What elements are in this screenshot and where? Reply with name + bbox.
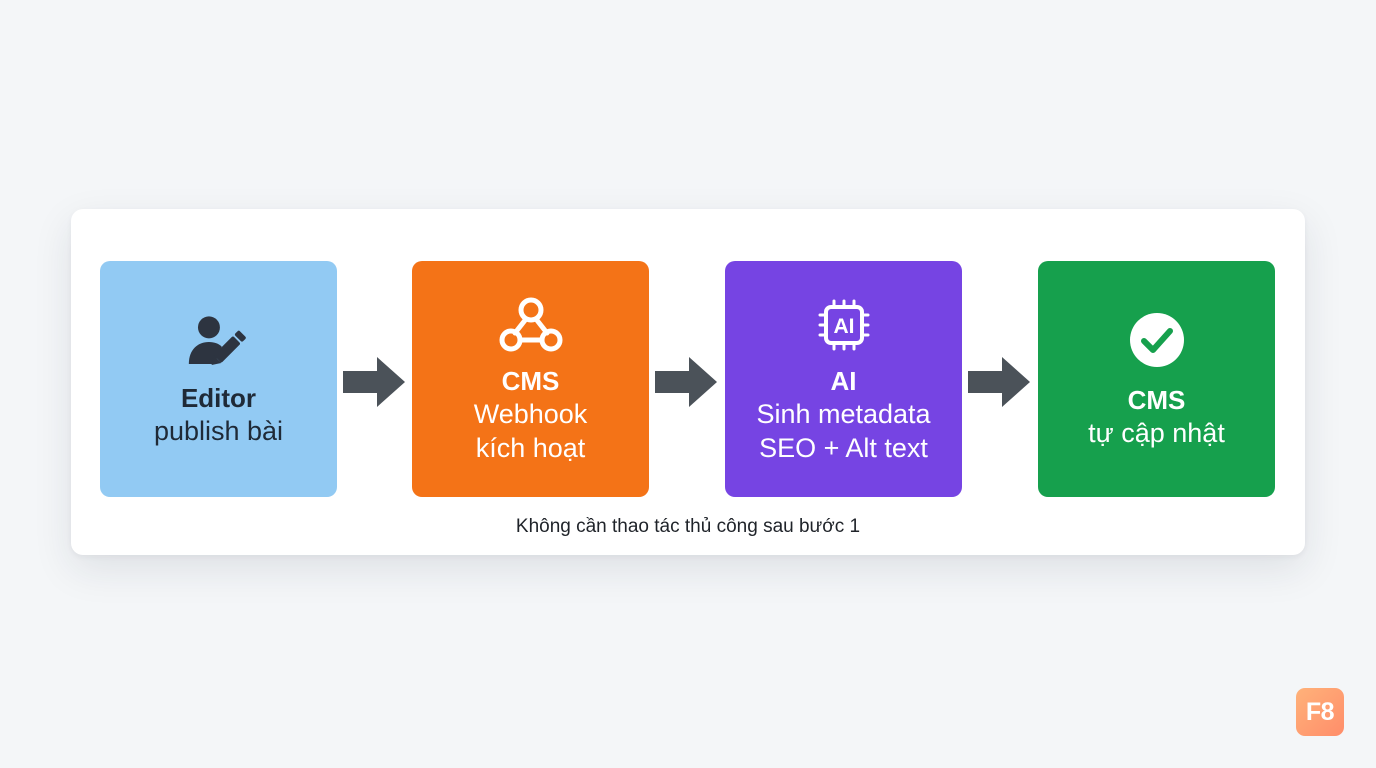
step-editor-publish: Editor publish bài <box>100 261 337 497</box>
ai-chip-label: AI <box>833 315 854 338</box>
step-desc-line: publish bài <box>153 416 284 446</box>
workflow-panel: Editor publish bài CMS Webhook kích hoạt <box>71 209 1305 555</box>
footnote: Không cần thao tác thủ công sau bước 1 <box>515 516 861 537</box>
step-desc-line: tự cập nhật <box>1088 418 1225 448</box>
user-edit-icon <box>187 310 251 374</box>
step-title: CMS <box>1127 385 1186 415</box>
brand-logo: F8 <box>1296 688 1344 736</box>
step-title: Editor <box>180 383 257 413</box>
ai-chip-icon: AI <box>812 293 876 357</box>
check-circle-icon <box>1125 308 1189 372</box>
step-cms-auto-update: CMS tự cập nhật <box>1038 261 1275 497</box>
webhook-icon <box>499 293 563 357</box>
step-desc-line: kích hoạt <box>475 433 586 463</box>
arrow-right-icon <box>655 357 717 407</box>
step-cms-webhook: CMS Webhook kích hoạt <box>412 261 649 497</box>
step-desc-line: Sinh metadata <box>756 399 931 429</box>
arrow-right-icon <box>968 357 1030 407</box>
step-title: AI <box>830 366 857 396</box>
step-ai-metadata: AI AI Sinh metadata SEO + Alt text <box>725 261 962 497</box>
arrow-right-icon <box>343 357 405 407</box>
step-desc-line: Webhook <box>473 399 588 429</box>
step-desc-line: SEO + Alt text <box>759 433 928 463</box>
step-title: CMS <box>501 366 560 396</box>
